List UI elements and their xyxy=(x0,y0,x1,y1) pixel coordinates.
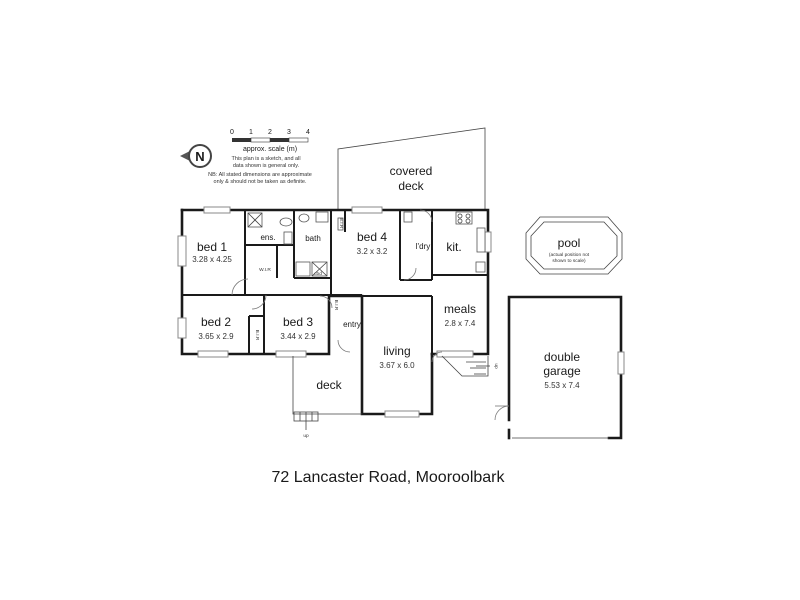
kitchen-label: kit. xyxy=(446,240,461,254)
bath-basin-icon xyxy=(315,211,329,223)
property-address: 72 Lancaster Road, Mooroolbark xyxy=(271,469,505,486)
scale-note-line-2: data shown is general only. xyxy=(233,163,300,169)
living-dimensions: 3.67 x 6.0 xyxy=(379,361,415,370)
bath-tub-icon xyxy=(295,261,311,277)
bed3-dimensions: 3.44 x 2.9 xyxy=(280,332,316,341)
compass-north-label: N xyxy=(195,149,204,164)
bed3-label: bed 3 xyxy=(283,315,313,329)
side-up-label: up xyxy=(493,363,498,369)
front-deck: deck up xyxy=(292,356,362,439)
bed1-dimensions: 3.28 x 4.25 xyxy=(192,255,232,264)
side-steps: up xyxy=(441,355,498,377)
bed2-dimensions: 3.65 x 2.9 xyxy=(198,332,234,341)
garage-label-line-2: garage xyxy=(543,364,581,378)
ensuite-label: ens. xyxy=(260,233,275,242)
laundry-trough-icon xyxy=(403,211,413,223)
scale-label: approx. scale (m) xyxy=(243,146,297,153)
living-label: living xyxy=(383,344,410,358)
scale-tick-0: 0 xyxy=(230,129,234,136)
disclaimer-line-1: NB: All stated dimensions are approximat… xyxy=(208,172,312,178)
scale-note-line-1: This plan is a sketch, and all xyxy=(231,156,300,162)
pool-note-line-1: (actual position not xyxy=(549,252,590,258)
pool-note-line-2: shown to scale) xyxy=(552,258,586,264)
covered-deck-area: covered deck xyxy=(337,127,486,210)
laundry-label: l'dry xyxy=(416,242,430,251)
cbd-label: cbd xyxy=(314,271,322,277)
meals-dimensions: 2.8 x 7.4 xyxy=(445,319,476,328)
bed4-dimensions: 3.2 x 3.2 xyxy=(357,247,388,256)
scale-bar xyxy=(232,137,309,143)
room-labels: bed 1 3.28 x 4.25 ens. W.I.R bath cbd B.… xyxy=(192,218,476,370)
disclaimer-line-2: only & should not be taken as definite. xyxy=(214,179,307,185)
double-garage: double garage 5.53 x 7.4 xyxy=(494,295,625,440)
covered-deck-label-line-1: covered xyxy=(390,164,433,178)
compass-icon: N xyxy=(180,144,212,168)
ensuite-toilet-icon xyxy=(279,217,293,227)
covered-deck-label-line-2: deck xyxy=(398,179,424,193)
bath-toilet-icon xyxy=(298,213,310,223)
deck-up-label: up xyxy=(303,434,309,439)
deck-label: deck xyxy=(316,378,342,392)
wir-label: W.I.R xyxy=(259,267,271,273)
entry-label: entry xyxy=(343,320,361,329)
bir-top-label: B.I.R xyxy=(338,218,344,229)
windows xyxy=(177,206,492,418)
fixtures xyxy=(247,211,486,277)
scale-tick-2: 2 xyxy=(268,129,272,136)
bed4-label: bed 4 xyxy=(357,230,387,244)
bir-cupboard-icon xyxy=(337,217,344,231)
doors xyxy=(231,209,443,363)
bir-bed3-label: B.I.R xyxy=(333,300,339,311)
oven-icon xyxy=(475,261,486,273)
bath-label: bath xyxy=(305,234,321,243)
garage-label-line-1: double xyxy=(544,350,580,364)
bed2-label: bed 2 xyxy=(201,315,231,329)
bir-bed2-label: B.I.R xyxy=(254,330,260,341)
scale-tick-4: 4 xyxy=(306,129,310,136)
meals-label: meals xyxy=(444,302,476,316)
scale-tick-3: 3 xyxy=(287,129,291,136)
cooktop-icon xyxy=(455,211,473,225)
scale-legend: 0 1 2 3 4 approx. scale (m) This plan is… xyxy=(208,129,312,185)
kitchen-sink-icon xyxy=(476,227,486,253)
pool-area: pool (actual position not shown to scale… xyxy=(525,216,623,275)
ensuite-basin-icon xyxy=(283,231,293,245)
garage-dimensions: 5.53 x 7.4 xyxy=(544,381,580,390)
bed1-label: bed 1 xyxy=(197,240,227,254)
pool-label: pool xyxy=(558,236,581,250)
scale-tick-1: 1 xyxy=(249,129,253,136)
